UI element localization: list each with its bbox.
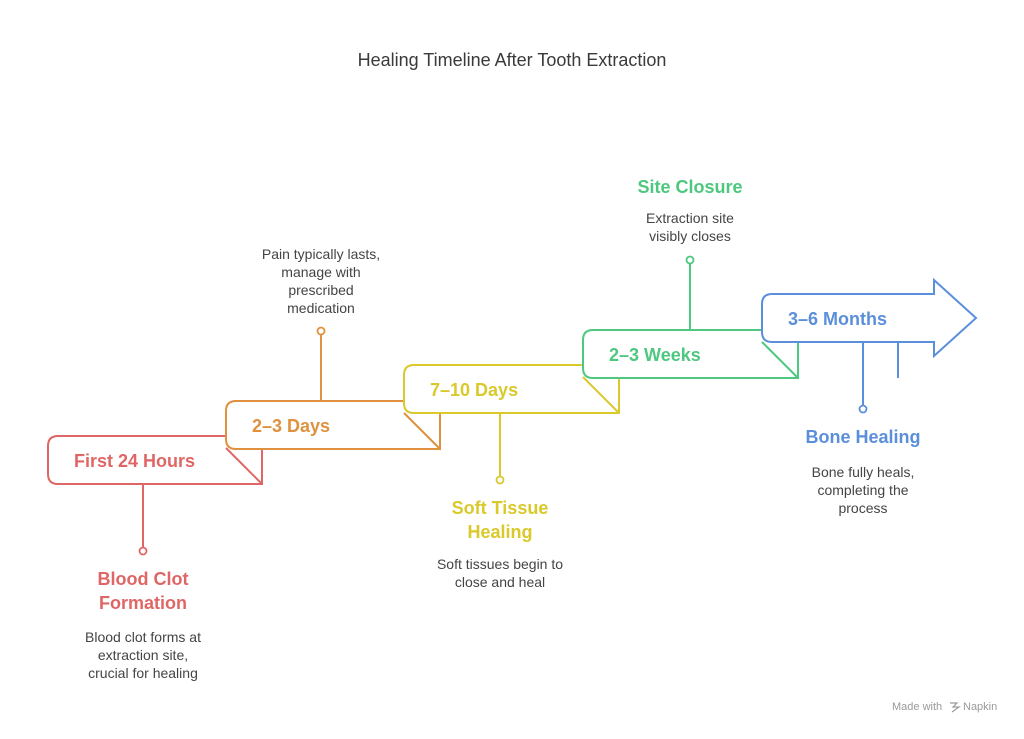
- callout-description: visibly closes: [649, 228, 731, 244]
- callout-heading: Bone Healing: [805, 427, 920, 447]
- callout-heading: Site Closure: [637, 177, 742, 197]
- connector-4: [685, 255, 695, 330]
- callout-heading: Healing: [467, 522, 532, 542]
- callout-description: Bone fully heals,: [812, 464, 915, 480]
- callout-description: process: [838, 500, 887, 516]
- step-1: First 24 Hours: [47, 435, 263, 485]
- step-4: 2–3 Weeks: [582, 329, 799, 379]
- connector-dot: [316, 326, 326, 336]
- step-label: First 24 Hours: [74, 451, 195, 471]
- callout-heading: Blood Clot: [98, 569, 189, 589]
- arrow-banner: [761, 277, 978, 359]
- step-callout-2: Pain typically lasts, manage with prescrib…: [262, 246, 380, 316]
- callout-description: close and heal: [455, 574, 545, 590]
- step-banner: [403, 364, 620, 414]
- step-label: 2–3 Days: [252, 416, 330, 436]
- step-flap: [225, 447, 263, 485]
- callout-heading: Formation: [99, 593, 187, 613]
- step-flap: [403, 412, 441, 450]
- callout-description: Soft tissues begin to: [437, 556, 563, 572]
- connector-dot: [495, 475, 505, 485]
- step-5: 3–6 Months: [761, 277, 978, 378]
- step-banner: [47, 435, 263, 485]
- callout-description: crucial for healing: [88, 665, 198, 681]
- connector-2: [316, 326, 326, 401]
- callout-description: prescribed: [288, 282, 353, 298]
- footer-prefix: Made with: [892, 701, 942, 713]
- connector-dot: [858, 404, 868, 414]
- step-3: 7–10 Days: [403, 364, 620, 414]
- timeline-connectors: [138, 255, 868, 556]
- footer-brand: Napkin: [963, 701, 997, 713]
- step-label: 3–6 Months: [788, 309, 887, 329]
- step-banner: [225, 400, 441, 450]
- step-flap: [761, 341, 799, 379]
- callout-description: Extraction site: [646, 210, 734, 226]
- callout-description: extraction site,: [98, 647, 188, 663]
- connector-dot: [138, 546, 148, 556]
- step-banner: [582, 329, 799, 379]
- footer-watermark: Made with Napkin: [892, 701, 997, 713]
- timeline-steps: First 24 Hours 2–3 Days 7–10 Days 2–3 Weeks…: [47, 277, 978, 485]
- callout-description: Pain typically lasts,: [262, 246, 380, 262]
- step-flap: [582, 376, 620, 414]
- diagram-title: Healing Timeline After Tooth Extraction: [358, 50, 667, 70]
- callout-description: Blood clot forms at: [85, 629, 201, 645]
- step-2: 2–3 Days: [225, 400, 441, 450]
- callout-heading: Soft Tissue: [452, 498, 549, 518]
- callout-description: medication: [287, 300, 355, 316]
- step-label: 7–10 Days: [430, 380, 518, 400]
- connector-1: [138, 484, 148, 556]
- step-label: 2–3 Weeks: [609, 345, 701, 365]
- callout-description: manage with: [281, 264, 360, 280]
- napkin-logo-icon: [950, 702, 961, 713]
- connector-dot: [685, 255, 695, 265]
- connector-3: [495, 413, 505, 485]
- callout-description: completing the: [817, 482, 908, 498]
- connector-5: [858, 342, 868, 414]
